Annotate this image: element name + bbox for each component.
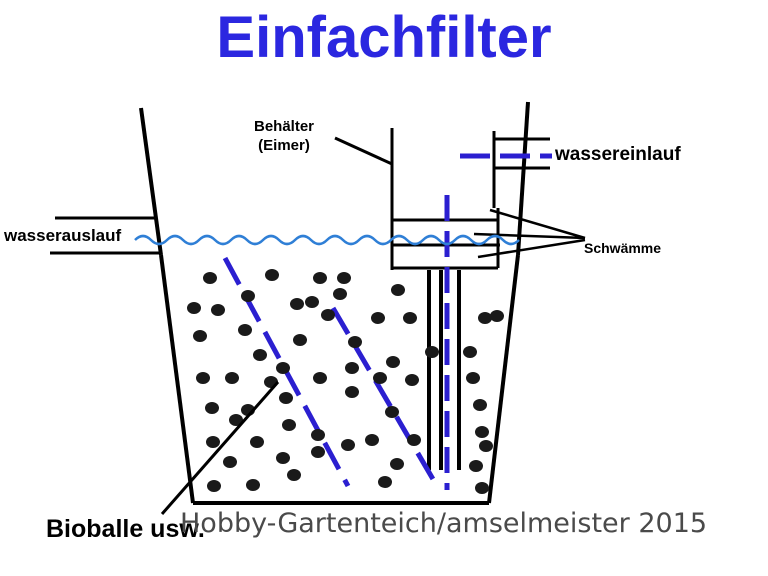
bio-ball (313, 372, 327, 384)
bio-ball (206, 436, 220, 448)
wassereinlauf-label: wassereinlauf (555, 144, 681, 165)
bio-ball (407, 434, 421, 446)
bio-ball (282, 419, 296, 431)
bio-ball (311, 429, 325, 441)
bio-ball (290, 298, 304, 310)
bio-ball (365, 434, 379, 446)
bio-ball (207, 480, 221, 492)
bio-ball (253, 349, 267, 361)
bio-ball (391, 284, 405, 296)
bio-ball (371, 312, 385, 324)
bio-ball (390, 458, 404, 470)
diagonal-dashed-pipe-right (330, 306, 440, 488)
bio-ball (223, 456, 237, 468)
bio-ball (203, 272, 217, 284)
inlet-pipe (492, 131, 550, 208)
bio-ball (250, 436, 264, 448)
schwaemme-label: Schwämme (584, 240, 662, 256)
bio-ball (205, 402, 219, 414)
bio-ball (187, 302, 201, 314)
bio-ball (311, 446, 325, 458)
bio-ball (305, 296, 319, 308)
riser-pipes (427, 270, 461, 470)
bio-ball (403, 312, 417, 324)
bio-ball (287, 469, 301, 481)
credit-watermark: Hobby-Gartenteich/amselmeister 2015 (180, 508, 708, 539)
bio-ball (425, 346, 439, 358)
bio-ball (279, 392, 293, 404)
bio-ball (276, 452, 290, 464)
wasserauslauf-label: wasserauslauf (4, 226, 122, 245)
bio-ball (341, 439, 355, 451)
bio-ball (238, 324, 252, 336)
bio-ball (405, 374, 419, 386)
tank-outline (139, 101, 530, 505)
bio-ball (229, 414, 243, 426)
bio-ball (466, 372, 480, 384)
bio-ball (373, 372, 387, 384)
bio-balls (187, 269, 504, 494)
bio-ball (378, 476, 392, 488)
bio-ball (386, 356, 400, 368)
bio-ball (211, 304, 225, 316)
bio-ball (478, 312, 492, 324)
bio-ball (475, 426, 489, 438)
bio-ball (333, 288, 347, 300)
bio-ball (313, 272, 327, 284)
outlet-pipe (50, 216, 162, 255)
bio-ball (337, 272, 351, 284)
bio-ball (490, 310, 504, 322)
bio-ball (345, 386, 359, 398)
biobaelle-label: Bioballe usw. (46, 515, 205, 543)
behaelter-label: Behälter (Eimer) (254, 117, 314, 155)
bio-ball (473, 399, 487, 411)
bio-ball (196, 372, 210, 384)
bio-ball (293, 334, 307, 346)
bio-pointer (160, 381, 280, 515)
bio-ball (241, 290, 255, 302)
bio-ball (225, 372, 239, 384)
water-line (134, 234, 520, 246)
bio-ball (321, 309, 335, 321)
bio-ball (385, 406, 399, 418)
bio-ball (469, 460, 483, 472)
bio-ball (246, 479, 260, 491)
bio-ball (193, 330, 207, 342)
bio-ball (265, 269, 279, 281)
diagram-title: Einfachfilter (216, 5, 552, 70)
sponge-pointers (473, 208, 586, 259)
bio-ball (345, 362, 359, 374)
behaelter-label-line1: Behälter (254, 118, 315, 135)
bio-ball (479, 440, 493, 452)
behaelter-label-line2: (Eimer) (258, 137, 310, 154)
bio-ball (276, 362, 290, 374)
behaelter-pointer (334, 136, 393, 166)
bio-ball (348, 336, 362, 348)
bio-ball (463, 346, 477, 358)
bio-ball (475, 482, 489, 494)
